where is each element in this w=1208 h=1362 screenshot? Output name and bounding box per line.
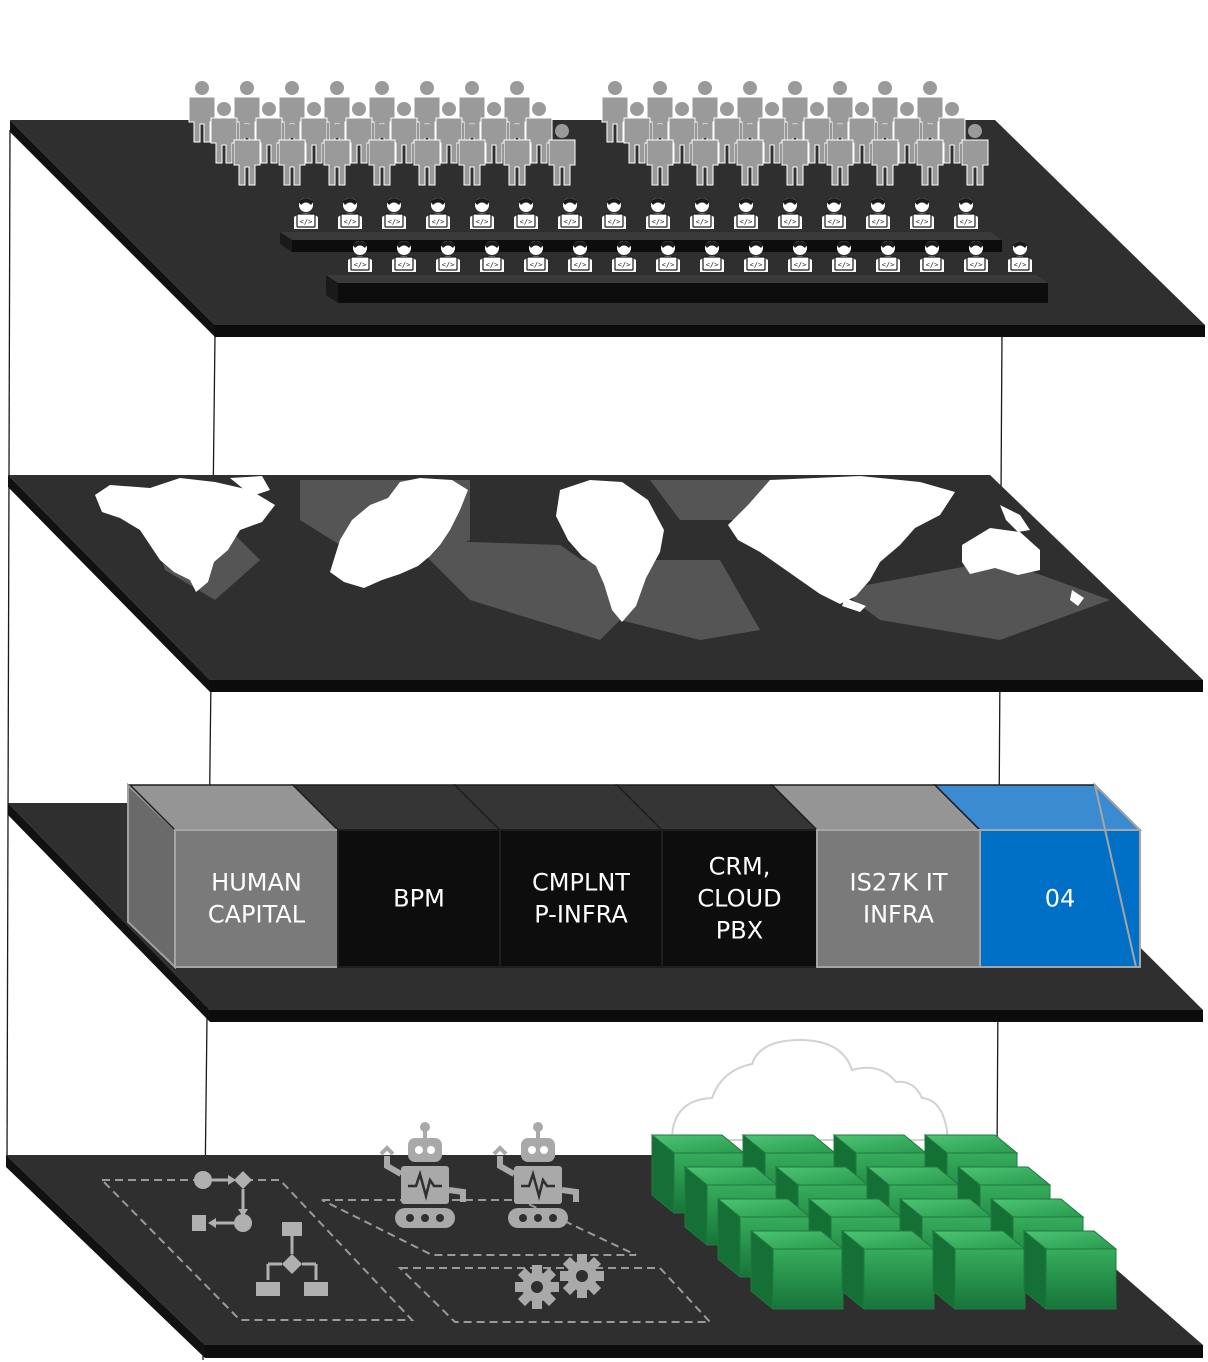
block-front-face: [661, 829, 818, 968]
service-block: BPM: [337, 829, 501, 968]
block-front-face: [337, 829, 501, 968]
block-edge: [1093, 781, 1141, 968]
block-label: CRM,: [709, 853, 771, 881]
flowchart-icon: [192, 1171, 328, 1296]
block-label: CAPITAL: [208, 901, 306, 929]
world-map-icon: [95, 476, 1110, 640]
green-cube: [932, 1230, 1026, 1310]
block-label: PBX: [716, 917, 763, 945]
service-block: 04: [979, 829, 1141, 968]
service-block: CMPLNT P-INFRA: [499, 829, 663, 968]
developer-benches: [280, 232, 1048, 303]
service-block-group: HUMAN CAPITAL BPM CMPLNT P-INFRA CRM, CLOUD PBX…: [127, 781, 1142, 970]
service-block: HUMAN CAPITAL: [174, 829, 339, 968]
block-label: BPM: [393, 885, 445, 913]
service-block: IS27K IT INFRA: [816, 829, 981, 968]
block-label: CLOUD: [697, 885, 781, 913]
block-label: 04: [1045, 885, 1076, 913]
block-label: CMPLNT: [532, 869, 630, 897]
cloud-icon: [670, 1038, 950, 1141]
block-front-face: [174, 829, 339, 968]
block-label: IS27K IT: [850, 869, 948, 897]
block-front-face: [816, 829, 981, 968]
block-front-face: [499, 829, 663, 968]
green-cube: [841, 1230, 935, 1310]
green-cube: [1023, 1230, 1117, 1310]
block-label: INFRA: [863, 901, 935, 929]
green-cube: [750, 1230, 844, 1310]
block-label: P-INFRA: [534, 901, 628, 929]
block-label: HUMAN: [211, 869, 302, 897]
service-block: CRM, CLOUD PBX: [661, 829, 818, 968]
block-front-face: [979, 829, 1141, 968]
